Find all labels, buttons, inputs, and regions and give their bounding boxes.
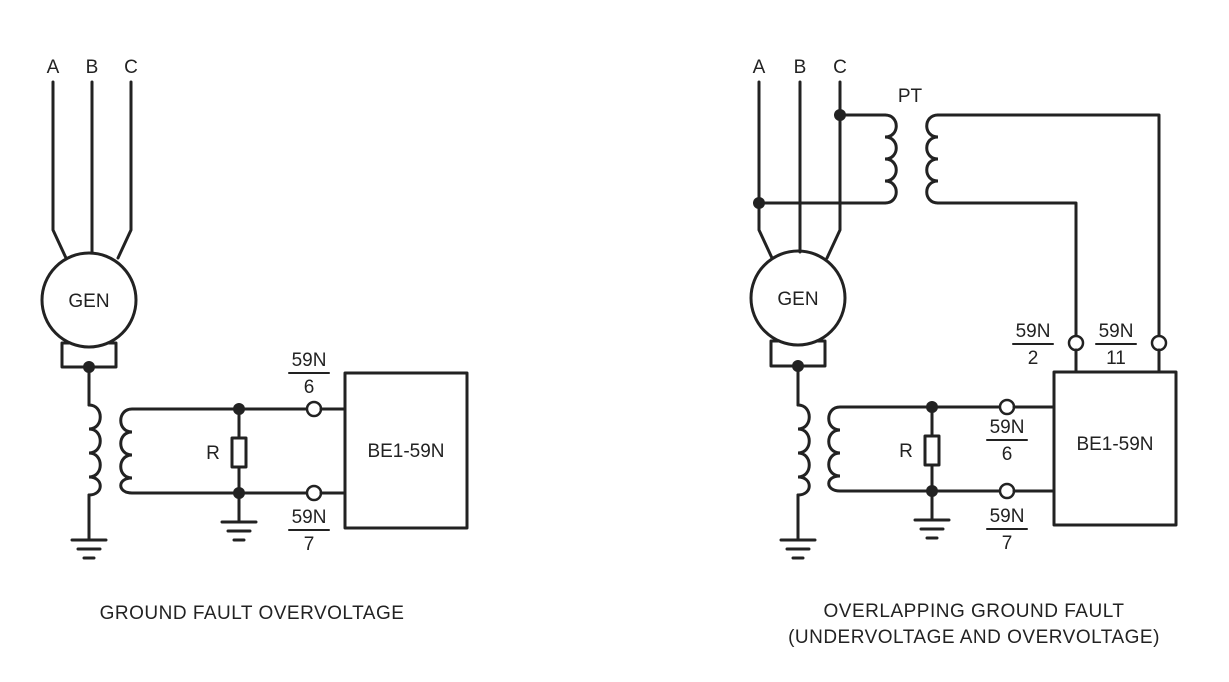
generator-label: GEN (68, 291, 109, 312)
resistor-label: R (899, 441, 913, 462)
phase-c-wire (825, 80, 842, 260)
phase-a-wire (757, 80, 774, 260)
terminal-7 (305, 484, 323, 502)
ground-fault-overvoltage-diagram: A B C GEN R 59N 6 59N 7 BE1-59N GR (40, 57, 469, 624)
terminal-7-number: 7 (1002, 533, 1013, 554)
ground-icon (779, 538, 817, 560)
phase-c-label: C (124, 57, 138, 78)
terminal-6-number: 6 (304, 377, 315, 398)
neutral-junction-dot (792, 360, 804, 372)
terminal-11-number: 11 (1106, 348, 1126, 369)
grounding-transformer-secondary (827, 405, 860, 493)
relay-box (343, 371, 469, 530)
grounding-transformer-primary (796, 403, 811, 497)
pt-relay-leads (1074, 348, 1161, 374)
terminal-7-name: 59N (292, 507, 327, 528)
resistor-body (230, 436, 248, 469)
diagram-caption-line-2: (UNDERVOLTAGE AND OVERVOLTAGE) (788, 627, 1160, 648)
pt-label: PT (898, 86, 923, 107)
diagram-caption-line-1: OVERLAPPING GROUND FAULT (824, 601, 1125, 622)
generator-label: GEN (777, 289, 818, 310)
relay-input-wires (1012, 405, 1056, 493)
terminal-6 (305, 400, 323, 418)
generator-circle (749, 249, 847, 347)
phase-a-label: A (47, 57, 60, 78)
phase-a-label: A (753, 57, 766, 78)
neutral-junction-dot (83, 361, 95, 373)
resistor-label: R (206, 443, 220, 464)
ground-icon (913, 518, 951, 540)
overlapping-ground-fault-diagram: A B C PT 59N 2 59N 11 GEN (749, 57, 1178, 648)
diagram-caption: GROUND FAULT OVERVOLTAGE (100, 603, 405, 624)
terminal-6-number: 6 (1002, 444, 1013, 465)
ground-icon (220, 520, 258, 542)
terminal-7-number: 7 (304, 534, 315, 555)
relay-box (1052, 370, 1178, 527)
pt-secondary-coil (925, 113, 940, 205)
generator-circle (40, 251, 138, 349)
relay-input-wires (319, 407, 347, 495)
grounding-transformer-secondary (119, 407, 152, 495)
terminal-2 (1067, 334, 1085, 352)
phase-b-label: B (794, 57, 807, 78)
terminal-2-name: 59N (1016, 321, 1051, 342)
resistor-body (923, 434, 941, 467)
phase-a-wire (51, 80, 68, 260)
phase-c-label: C (833, 57, 847, 78)
pt-secondary-bottom-wire (936, 201, 1078, 338)
pt-primary-leads (757, 113, 887, 205)
grounding-transformer-primary (87, 403, 102, 497)
terminal-6 (998, 398, 1016, 416)
pt-secondary-top-wire (936, 113, 1161, 338)
terminal-6-name: 59N (990, 417, 1025, 438)
phase-c-wire (116, 80, 133, 260)
secondary-bus-wires (856, 405, 1002, 493)
terminal-7-name: 59N (990, 506, 1025, 527)
pt-primary-coil (883, 113, 898, 205)
terminal-2-number: 2 (1028, 348, 1039, 369)
relay-label: BE1-59N (367, 441, 444, 462)
terminal-7 (998, 482, 1016, 500)
relay-label: BE1-59N (1076, 434, 1153, 455)
terminal-11 (1150, 334, 1168, 352)
secondary-bus-wires (148, 407, 308, 495)
terminal-6-name: 59N (292, 350, 327, 371)
phase-b-label: B (86, 57, 99, 78)
terminal-11-name: 59N (1099, 321, 1134, 342)
ground-icon (70, 538, 108, 560)
